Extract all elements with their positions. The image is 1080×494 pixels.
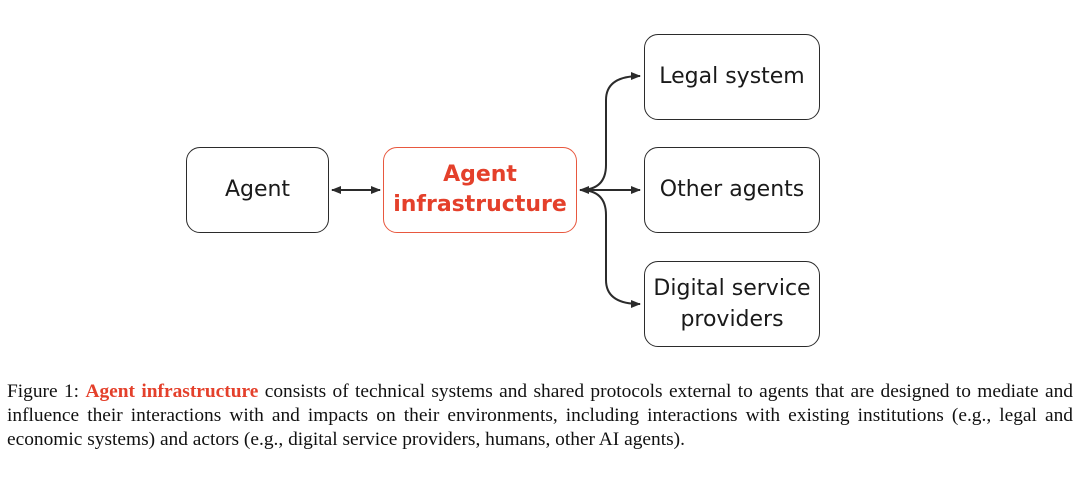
infrastructure-fanout	[579, 72, 641, 308]
digital-service-providers-node: Digital service providers	[644, 261, 820, 347]
digital-service-label-line2: providers	[680, 307, 784, 332]
legal-system-node: Legal system	[644, 34, 820, 120]
other-agents-node: Other agents	[644, 147, 820, 233]
legal-system-label: Legal system	[659, 64, 805, 90]
agent-node-label: Agent	[224, 177, 291, 203]
agent-infrastructure-node: Agent infrastructure	[383, 147, 577, 233]
other-agents-label: Other agents	[659, 177, 805, 203]
agent-infrastructure-label-line1: Agent	[443, 161, 517, 187]
caption-highlight: Agent infrastructure	[85, 381, 259, 402]
agent-node: Agent	[186, 147, 329, 233]
digital-service-label-line1: Digital service	[653, 275, 811, 301]
caption-label: Figure 1:	[7, 381, 80, 402]
caption-text: consists of technical systems and shared…	[7, 381, 1073, 450]
agent-infrastructure-label-line2: infrastructure	[393, 192, 567, 217]
figure-caption: Figure 1: Agent infrastructure consists …	[7, 380, 1073, 452]
